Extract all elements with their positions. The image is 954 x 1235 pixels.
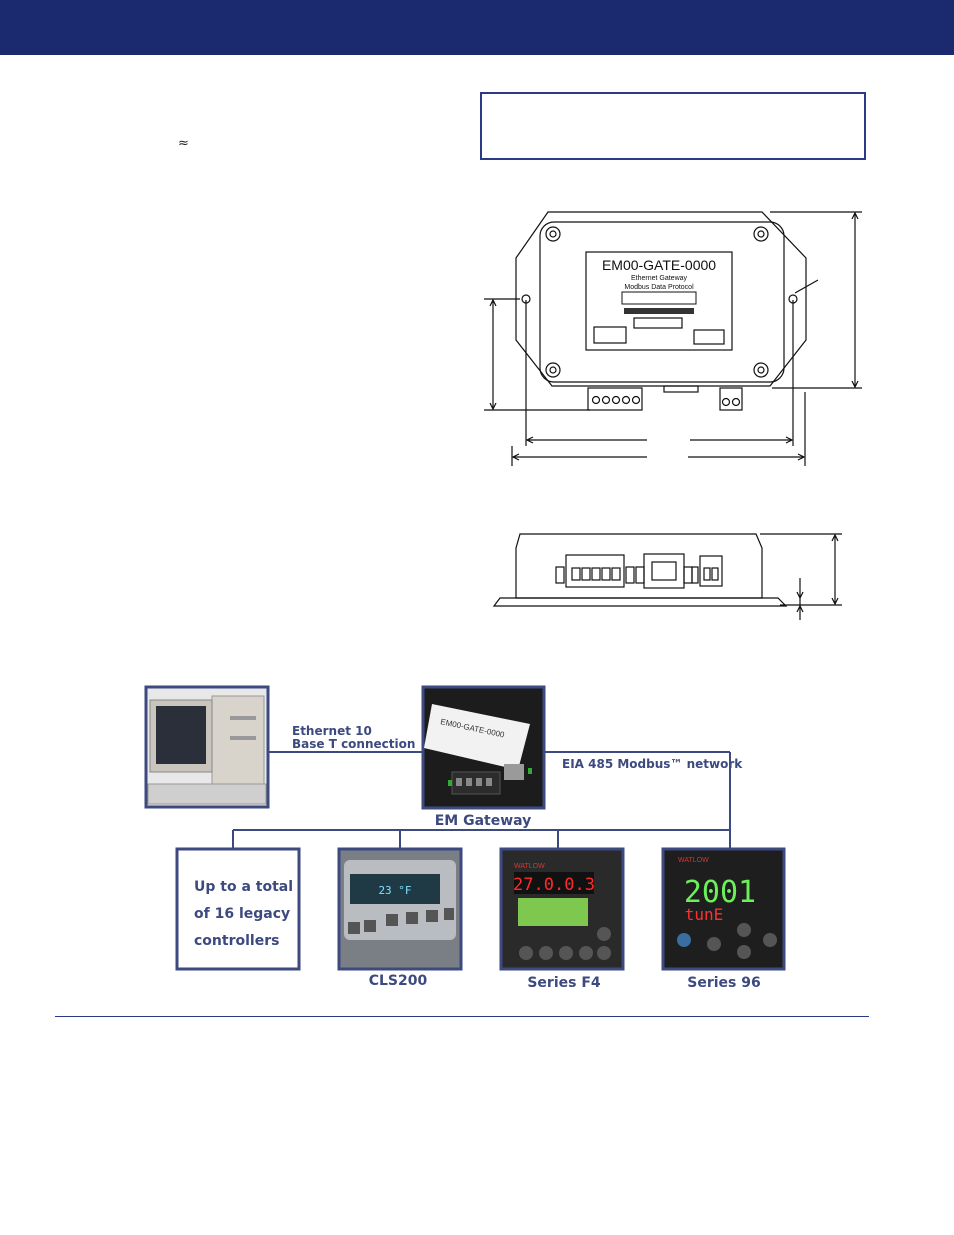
series-96-photo [661,847,786,971]
label-line-1: Ethernet Gateway [631,275,688,282]
label-model-text: EM00-GATE-0000 [602,257,716,273]
terminal-block-5 [587,387,643,411]
f4-display: 27.0.0.3 [513,875,595,895]
section-divider [55,1016,869,1017]
cls200-label: CLS200 [369,973,428,989]
ethernet-label-1: Ethernet 10 [292,724,372,738]
approx-symbol: ≈ [178,136,189,151]
ethernet-label-2: Base T connection [292,737,415,751]
product-label [585,251,733,351]
label-line-2: Modbus Data Protocol [624,284,694,291]
terminal-block-2 [719,387,743,411]
modbus-label: EIA 485 Modbus™ network [562,757,743,771]
screw-bottom-left [545,362,561,378]
gateway-side-drawing [492,533,842,620]
legacy-box [175,847,301,971]
f4-brand: WATLOW [514,863,545,870]
legacy-line-2: of 16 legacy [194,906,290,922]
gateway-label: EM Gateway [435,813,532,829]
series-f4-label: Series F4 [527,975,601,991]
header-bar [0,0,954,55]
legacy-line-1: Up to a total [194,879,293,895]
cls200-display: 23 °F [378,884,411,897]
screw-bottom-right [753,362,769,378]
enclosure-outline [515,211,807,387]
system-diagram: EM00-GATE-0000 23 °F WATLOW 27.0.0.3 WAT… [144,685,786,991]
s96-display-top: 2001 [684,875,756,910]
enclosure-inner [539,221,785,383]
screw-top-right [753,226,769,242]
note-box [480,92,866,160]
screw-top-left [545,226,561,242]
s96-brand: WATLOW [678,857,709,864]
legacy-line-3: controllers [194,933,279,949]
s96-display-bottom: tunE [685,905,724,924]
series-96-label: Series 96 [687,975,760,991]
